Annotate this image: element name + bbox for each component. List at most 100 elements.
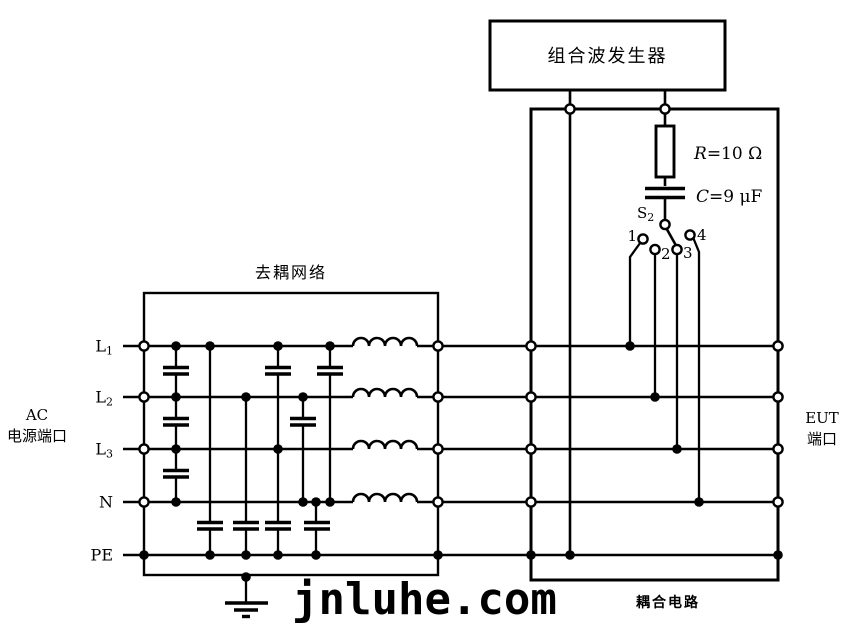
junction-dot [205, 341, 215, 351]
line-name: N [99, 493, 113, 512]
switch-s2 [628, 218, 701, 502]
line-sub: 1 [106, 345, 113, 358]
resistor-symbol [654, 124, 676, 179]
line-label-pe: PE [91, 546, 113, 565]
resistor-symbol-letter: R [693, 144, 707, 164]
inductor-l2 [351, 387, 419, 398]
capacitor-l1-pe [197, 520, 223, 531]
junction-dot [171, 444, 181, 454]
junction-dot [273, 341, 283, 351]
inductor-l3 [351, 439, 419, 450]
capacitor-l1-l2 [163, 365, 189, 376]
junction-dot [139, 550, 149, 560]
surge-branch [645, 109, 685, 220]
junction-dot [565, 550, 575, 560]
junction-dot [625, 341, 635, 351]
ac-port-label-line2: 电源端口 [7, 427, 67, 445]
switch-contact-2 [649, 243, 661, 256]
terminal-circle [138, 443, 150, 455]
decoupling-inductors [351, 336, 419, 503]
eut-port-label-line2: 端口 [807, 430, 837, 448]
switch-wire-pos1 [628, 241, 642, 346]
capacitor-l1-l3 [265, 365, 291, 376]
terminal-circle [772, 391, 784, 403]
resistor-value-label: R=10 Ω [693, 144, 762, 164]
junction-dot [273, 550, 283, 560]
line-label-l3: L3 [95, 440, 113, 461]
capacitor-l2-l3 [163, 416, 189, 427]
switch-name: S [637, 204, 647, 222]
terminal-circle [138, 340, 150, 352]
switch-position-2-label: 2 [661, 245, 671, 263]
line-name: L [95, 388, 106, 407]
inductor-n [351, 492, 419, 503]
line-sub: 3 [106, 448, 113, 461]
junction-dot [773, 550, 783, 560]
junction-dot [273, 444, 283, 454]
junction-dot [241, 572, 251, 582]
decoupling-network-box [142, 291, 440, 577]
junction-dot [171, 497, 181, 507]
capacitor-n-pe [304, 520, 330, 531]
terminal-circle [772, 443, 784, 455]
ac-port-label-line1: AC [25, 406, 48, 424]
junction-dot [694, 497, 704, 507]
switch-contact-3 [671, 243, 683, 256]
terminal-circle [525, 496, 537, 508]
switch-sub: 2 [647, 211, 654, 224]
generator-leads [568, 90, 667, 555]
junction-dot [241, 550, 251, 560]
junction-dot [650, 392, 660, 402]
switch-label: S2 [637, 204, 654, 224]
switch-pivot-contact [659, 218, 671, 231]
junction-dot [672, 444, 682, 454]
line-label-n: N [99, 493, 113, 512]
capacitor-symbol [645, 186, 685, 200]
terminal-circle [525, 340, 537, 352]
generator-box [488, 19, 727, 92]
junction-dot [311, 497, 321, 507]
line-name: L [95, 337, 106, 356]
terminal-circle [525, 443, 537, 455]
switch-arm [665, 227, 678, 247]
junction-dot [171, 392, 181, 402]
terminal-circle [432, 496, 444, 508]
switch-contact-4 [684, 229, 696, 241]
junction-dot [241, 392, 251, 402]
terminal-circle [564, 103, 576, 115]
decoupling-network-label: 去耦网络 [255, 263, 327, 282]
junction-dot [298, 497, 308, 507]
line-name: PE [91, 546, 113, 565]
line-label-l1: L1 [95, 337, 113, 358]
junction-dot [325, 497, 335, 507]
terminal-circle [138, 391, 150, 403]
capacitor-l3-n [163, 468, 189, 479]
coupling-circuit-label: 耦合电路 [636, 594, 700, 610]
terminal-circle [659, 103, 671, 115]
capacitor-value-label: C=9 μF [696, 187, 763, 207]
terminal-circle [772, 340, 784, 352]
capacitor-l2-pe [233, 520, 259, 531]
terminal-circle [772, 496, 784, 508]
switch-position-1-label: 1 [627, 227, 637, 245]
resistor-value-text: =10 Ω [707, 144, 762, 164]
junction-dot [298, 392, 308, 402]
switch-position-4-label: 4 [697, 226, 707, 244]
line-label-l2: L2 [95, 388, 113, 409]
generator-label: 组合波发生器 [548, 46, 668, 67]
decoupling-capacitors [163, 346, 343, 555]
junction-dot [433, 550, 443, 560]
junction-dots [139, 341, 783, 582]
watermark-text: jnluhe.com [292, 574, 557, 625]
terminal-circle [432, 391, 444, 403]
line-sub: 2 [106, 396, 113, 409]
mains-wires [123, 344, 778, 557]
terminals [138, 103, 784, 508]
switch-wire-pos4 [692, 238, 701, 502]
junction-dot [325, 341, 335, 351]
line-name: L [95, 440, 106, 459]
junction-dot [171, 341, 181, 351]
junction-dot [205, 550, 215, 560]
capacitor-l1-n [317, 365, 343, 376]
